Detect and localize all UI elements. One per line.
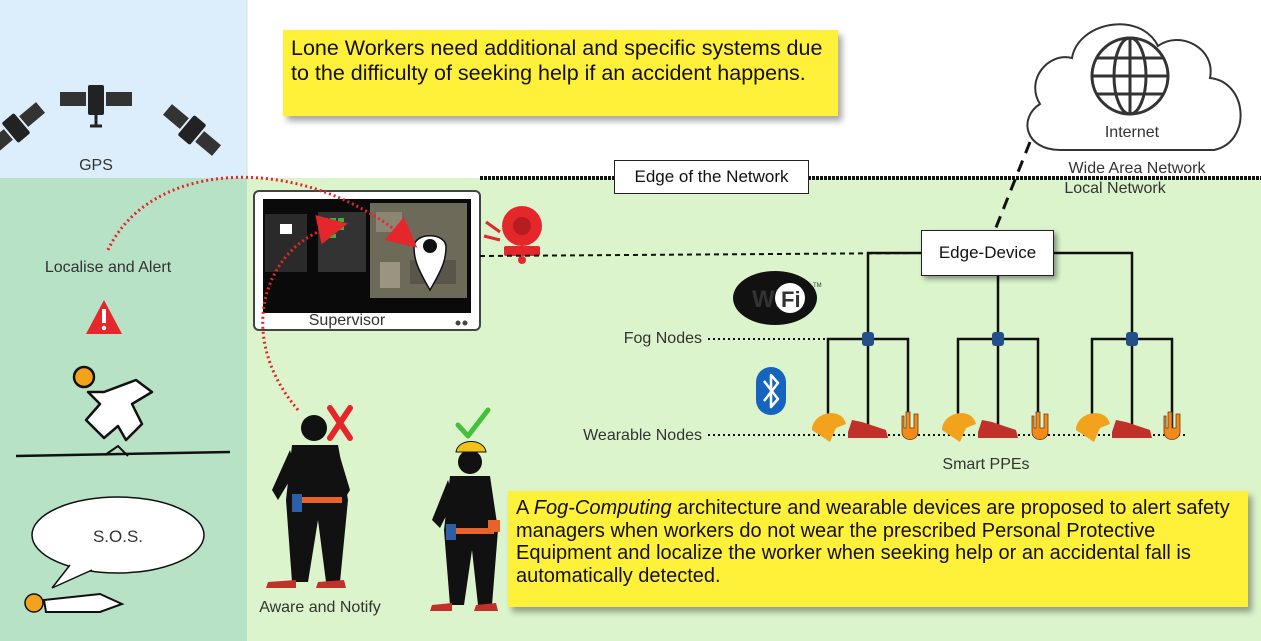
- edge-of-network-label: Edge of the Network: [614, 160, 809, 194]
- gps-label: GPS: [79, 157, 113, 174]
- localise-alert-label: Localise and Alert: [45, 259, 172, 276]
- helmet-icon: [942, 413, 976, 442]
- smart-ppe-group: [1076, 411, 1181, 442]
- svg-text:TM: TM: [813, 283, 822, 289]
- fog-node: [992, 332, 1004, 346]
- satellite-icon: [0, 102, 46, 153]
- fog-node: [862, 332, 874, 346]
- lying-worker-icon: [24, 592, 125, 613]
- internet-link: [993, 141, 1032, 231]
- wifi-logo-icon: Wi Fi TM: [733, 271, 822, 325]
- wearable-nodes-label: Wearable Nodes: [583, 427, 702, 444]
- wan-label: Wide Area Network: [1069, 160, 1207, 177]
- local-network-label: Local Network: [1064, 180, 1166, 197]
- note-prefix: A: [516, 497, 534, 519]
- sos-text: S.O.S.: [93, 527, 143, 546]
- edge-device-box: Edge-Device: [921, 230, 1054, 276]
- worker-with-ppe-icon: [430, 441, 500, 611]
- glove-icon: [1031, 411, 1049, 440]
- fog-computing-note: A Fog-Computing architecture and wearabl…: [508, 491, 1248, 607]
- note-emphasis: Fog-Computing: [533, 497, 672, 519]
- helmet-icon: [1076, 413, 1110, 442]
- smart-ppes-label: Smart PPEs: [942, 456, 1029, 473]
- fog-nodes-label: Fog Nodes: [624, 330, 702, 347]
- aware-notify-label: Aware and Notify: [259, 599, 381, 616]
- ground-line: [15, 450, 231, 458]
- fog-node: [1126, 332, 1138, 346]
- cloud-icon: [1026, 23, 1242, 151]
- supervisor-monitor: [253, 190, 481, 331]
- smart-ppe-group: [812, 411, 919, 442]
- helmet-icon: [812, 413, 846, 442]
- glove-icon: [1163, 411, 1181, 440]
- supervisor-link: [479, 252, 922, 257]
- supervisor-label: Supervisor: [309, 312, 386, 329]
- alarm-bell-icon: [483, 206, 542, 264]
- globe-icon: [1090, 36, 1170, 116]
- network-tree: [826, 251, 1174, 430]
- cross-mark-icon: [327, 405, 353, 441]
- shoe-icon: [1112, 420, 1152, 438]
- bluetooth-icon: [756, 367, 786, 415]
- satellite-icon: [60, 85, 132, 128]
- internet-label: Internet: [1105, 124, 1160, 141]
- ground-crack: [104, 444, 129, 457]
- warning-icon: [86, 300, 122, 334]
- worker-without-ppe-icon: [266, 415, 350, 588]
- note-body: architecture and wearable devices are pr…: [516, 497, 1230, 587]
- location-pin-icon: [413, 235, 447, 292]
- glove-icon: [901, 411, 919, 440]
- speech-bubble: [31, 496, 205, 589]
- falling-worker-icon: [72, 365, 154, 442]
- lone-workers-note: Lone Workers need additional and specifi…: [283, 30, 838, 116]
- notify-arrow: [261, 215, 348, 411]
- satellite-icon: [162, 104, 222, 156]
- smart-ppe-group: [942, 411, 1049, 442]
- svg-text:Fi: Fi: [781, 287, 801, 312]
- shoe-icon: [978, 420, 1018, 438]
- shoe-icon: [848, 420, 888, 438]
- check-mark-icon: [455, 407, 491, 439]
